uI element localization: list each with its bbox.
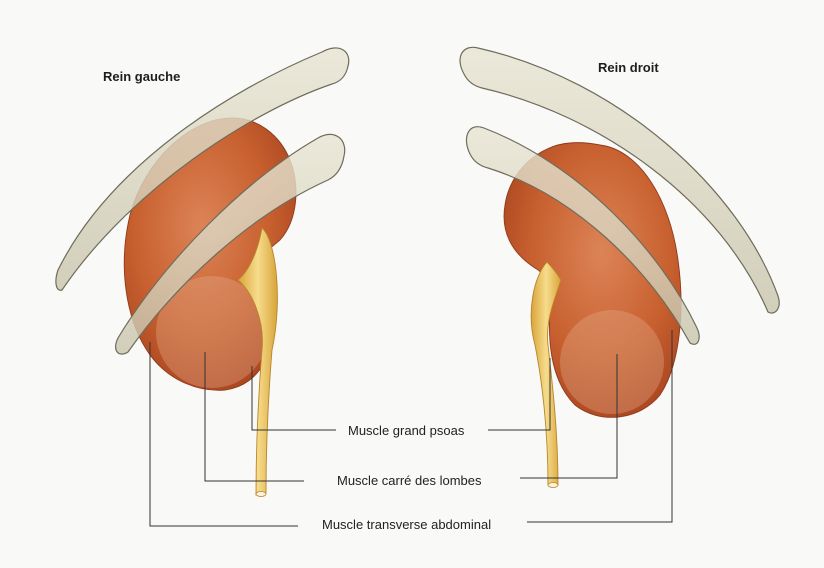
quadratus-lumborum-label: Muscle carré des lombes <box>337 473 482 488</box>
quadratus-leader-right <box>520 354 618 479</box>
leader-lines <box>149 330 673 527</box>
transverse-leader-right <box>527 330 673 523</box>
left-kidney-title: Rein gauche <box>103 69 180 84</box>
right-kidney-title: Rein droit <box>598 60 659 75</box>
left-ureter-opening <box>255 491 267 497</box>
right-ureter <box>530 261 562 486</box>
left-kidney-muscle-shading <box>156 276 268 388</box>
right-short-rib <box>465 126 700 345</box>
psoas-muscle-label: Muscle grand psoas <box>348 423 465 438</box>
right-ureter-opening <box>547 482 559 488</box>
psoas-leader-right <box>488 358 551 431</box>
quadratus-leader-left <box>204 352 304 482</box>
right-kidney-muscle-shading <box>560 310 664 414</box>
left-long-rib <box>55 47 350 291</box>
left-ureter <box>237 227 278 496</box>
right-long-rib <box>459 46 780 314</box>
psoas-leader-left <box>251 366 336 431</box>
left-short-rib <box>115 133 346 355</box>
transverse-leader-left <box>149 342 298 527</box>
transversus-abdominis-label: Muscle transverse abdominal <box>322 517 491 532</box>
right-kidney-group <box>503 142 682 488</box>
right-kidney <box>503 142 682 418</box>
